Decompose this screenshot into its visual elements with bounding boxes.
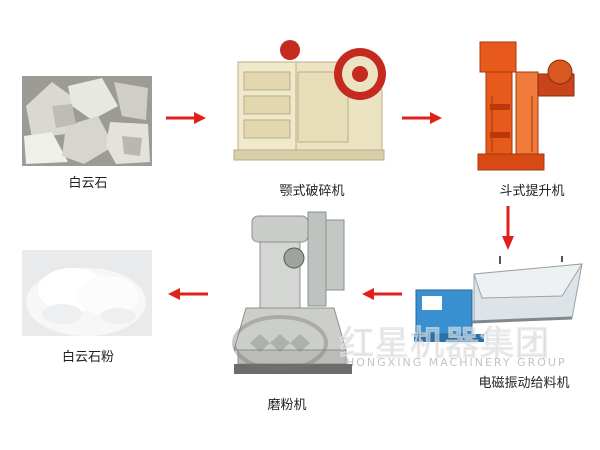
dolomite-rock-image	[22, 76, 152, 166]
bucket-elevator-image	[468, 36, 586, 172]
grinding-mill-image	[233, 210, 354, 382]
arrow-left-2	[168, 288, 208, 300]
step-label-jaw-crusher: 颚式破碎机	[279, 184, 345, 199]
arrow-down	[502, 206, 514, 250]
step-label-dolomite-powder: 白云石粉	[61, 350, 114, 365]
step-label-grinding-mill: 磨粉机	[267, 398, 307, 413]
arrow-right-2	[402, 112, 442, 124]
step-label-dolomite: 白云石	[68, 176, 108, 191]
arrow-left-1	[362, 288, 402, 300]
dolomite-powder-image	[22, 250, 152, 336]
arrow-right-1	[166, 112, 206, 124]
vibrating-feeder-image	[412, 256, 584, 368]
step-label-bucket-elevator: 斗式提升机	[499, 184, 565, 199]
step-label-vibrating-feeder: 电磁振动给料机	[478, 376, 570, 391]
jaw-crusher-image	[232, 32, 392, 167]
